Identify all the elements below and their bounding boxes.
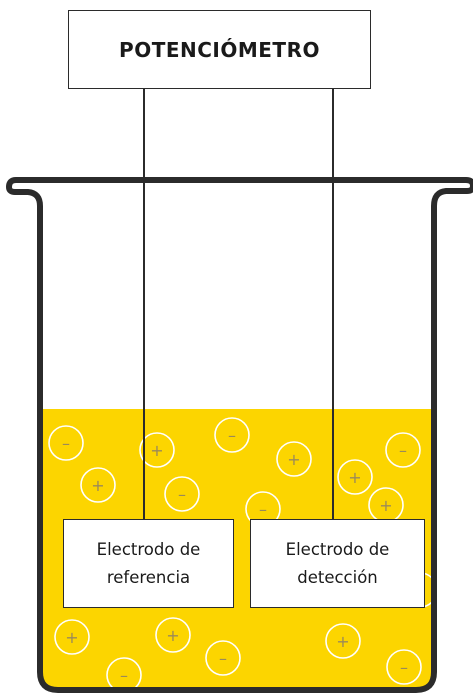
ion-positive: + [155,617,191,653]
ion-negative: – [106,657,142,690]
ion-positive: + [80,467,116,503]
ion-sign: – [120,666,128,685]
ion-negative: – [385,432,421,468]
reference-electrode-label-line2: referencia [106,567,191,587]
ion-sign: + [379,496,392,515]
ion-negative: – [48,425,84,461]
ion-positive: + [54,619,90,655]
ion-sign: – [228,426,236,445]
potentiometer-box: POTENCIÓMETRO [68,10,371,89]
detection-electrode: Electrodo de detección [250,519,425,608]
detection-electrode-label-line1: Electrodo de [285,539,390,559]
potentiometer-label: POTENCIÓMETRO [119,37,320,62]
ion-sign: + [65,628,78,647]
ion-sign: + [336,632,349,651]
ion-sign: – [178,485,186,504]
ion-sign: – [399,441,407,460]
ion-negative: – [214,417,250,453]
ion-sign: – [259,500,267,519]
ion-negative: – [205,640,241,676]
ion-sign: + [166,626,179,645]
reference-electrode: Electrodo de referencia [63,519,234,608]
ion-positive: + [337,459,373,495]
ion-sign: + [150,441,163,460]
ion-sign: + [287,450,300,469]
ion-sign: – [400,658,408,677]
ion-positive: + [276,441,312,477]
ion-sign: – [62,434,70,453]
ion-negative: – [386,649,422,685]
ion-sign: + [91,476,104,495]
ion-negative: – [164,476,200,512]
ion-sign: + [348,468,361,487]
ion-positive: + [139,432,175,468]
ion-sign: – [219,649,227,668]
beaker-outline [6,177,473,693]
ion-positive: + [325,623,361,659]
detection-electrode-label-line2: detección [297,567,378,587]
reference-electrode-label-line1: Electrodo de [96,539,201,559]
